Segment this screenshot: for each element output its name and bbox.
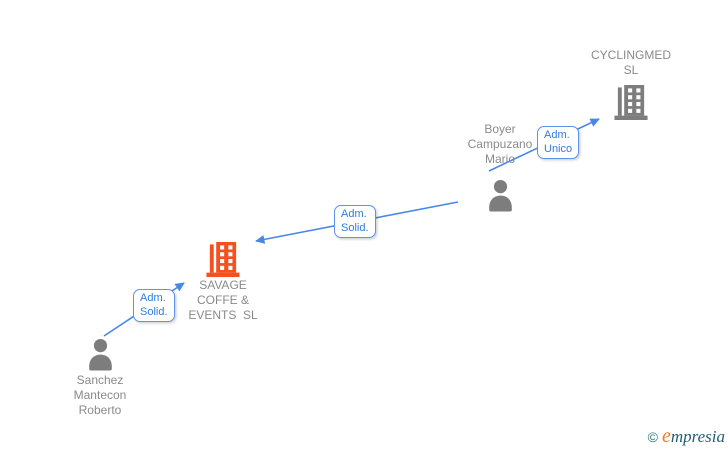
- empresia-logo-initial: e: [661, 425, 671, 447]
- node-label-boyer: Boyer Campuzano Mario: [468, 122, 533, 167]
- copyright-icon: ©: [647, 429, 658, 445]
- node-sanchez-mantecon-roberto[interactable]: Sanchez Mantecon Roberto: [30, 338, 170, 418]
- node-label-line: CYCLINGMED: [590, 48, 671, 62]
- edge-label-line: Solid.: [140, 305, 168, 318]
- node-savage-coffe-events[interactable]: SAVAGE COFFE & EVENTS SL: [153, 242, 293, 323]
- node-label-line: Campuzano: [467, 137, 533, 151]
- company-building-icon: [614, 85, 648, 120]
- empresia-logo: empresia: [662, 425, 725, 448]
- edge-label-line: Unico: [544, 142, 573, 155]
- edge-label-adm-unico: Adm. Unico: [537, 126, 580, 159]
- empresia-watermark: © empresia: [648, 425, 725, 448]
- empresia-logo-rest: mpresia: [670, 427, 725, 446]
- edge-label-adm-solid-boyer: Adm. Solid.: [334, 205, 376, 238]
- node-label-savage: SAVAGE COFFE & EVENTS SL: [188, 278, 257, 323]
- node-label-line: Mario: [484, 152, 515, 166]
- node-label-line: SL: [623, 63, 639, 77]
- node-label-line: SAVAGE: [199, 278, 247, 292]
- edge-label-line: Adm.: [341, 208, 367, 220]
- node-label-line: Boyer: [484, 122, 516, 136]
- node-label-line: EVENTS SL: [188, 308, 258, 322]
- node-label-cyclingmed: CYCLINGMED SL: [591, 48, 671, 78]
- node-label-line: Sanchez: [76, 373, 124, 387]
- node-cyclingmed[interactable]: CYCLINGMED SL: [561, 48, 701, 120]
- person-icon: [88, 339, 112, 371]
- edge-label-line: Adm.: [544, 129, 570, 141]
- node-label-line: Roberto: [78, 403, 122, 417]
- company-building-icon: [206, 242, 240, 277]
- node-label-sanchez: Sanchez Mantecon Roberto: [74, 373, 127, 418]
- person-icon: [488, 180, 512, 212]
- edge-label-line: Solid.: [341, 221, 369, 234]
- edge-label-adm-solid-sanchez: Adm. Solid.: [133, 289, 175, 322]
- node-boyer-campuzano-mario[interactable]: Boyer Campuzano Mario: [430, 122, 570, 212]
- edge-label-line: Adm.: [140, 292, 166, 304]
- node-label-line: Mantecon: [73, 388, 127, 402]
- node-label-line: COFFE &: [196, 293, 249, 307]
